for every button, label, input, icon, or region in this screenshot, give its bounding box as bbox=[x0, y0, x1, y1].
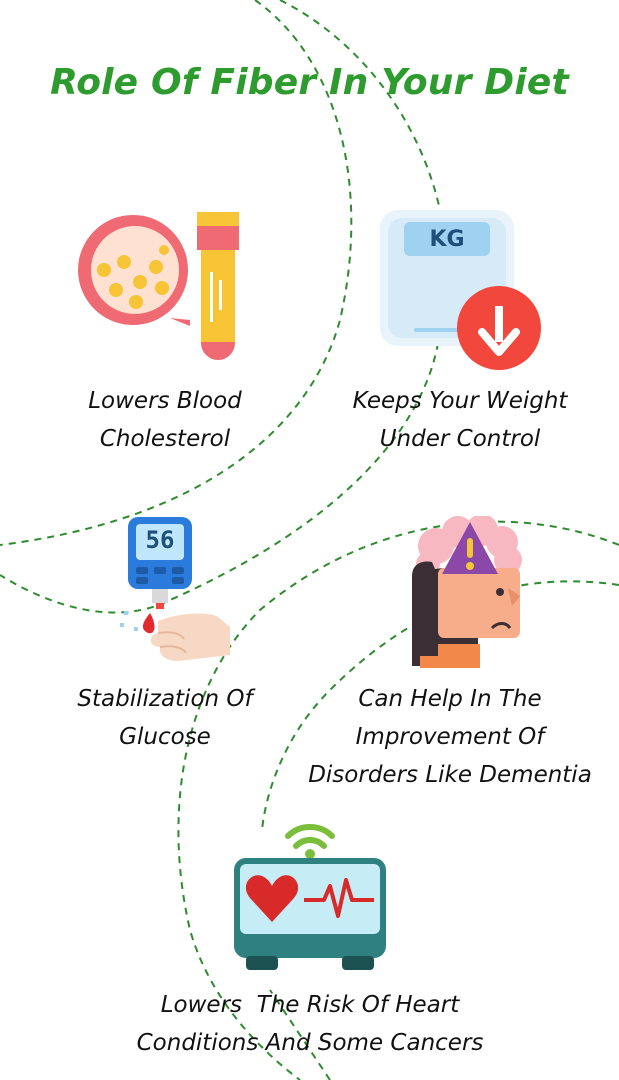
caption-line: Lowers The Risk Of Heart bbox=[160, 992, 460, 1018]
caption-line: Disorders Like Dementia bbox=[308, 762, 592, 788]
caption-heart: Lowers The Risk Of Heart Conditions And … bbox=[70, 986, 550, 1062]
page-title: Role Of Fiber In Your Diet bbox=[50, 62, 569, 103]
caption-cholesterol: Lowers Blood Cholesterol bbox=[20, 382, 310, 458]
caption-line: Under Control bbox=[379, 426, 541, 452]
caption-glucose: Stabilization Of Glucose bbox=[40, 680, 290, 756]
caption-line: Improvement Of bbox=[355, 724, 545, 750]
caption-line: Lowers Blood bbox=[88, 388, 242, 414]
caption-line: Cholesterol bbox=[99, 426, 231, 452]
caption-line: Conditions And Some Cancers bbox=[136, 1030, 484, 1056]
caption-line: Stabilization Of bbox=[77, 686, 253, 712]
weight-scale-icon: KG bbox=[378, 208, 543, 373]
glucose-meter-icon: 56 bbox=[118, 515, 233, 665]
dementia-head-icon bbox=[408, 514, 526, 668]
cholesterol-icon bbox=[78, 210, 243, 370]
scale-display-text: KG bbox=[429, 227, 465, 252]
caption-line: Glucose bbox=[119, 724, 211, 750]
caption-line: Can Help In The bbox=[358, 686, 542, 712]
heart-monitor-icon bbox=[232, 816, 388, 972]
caption-weight: Keeps Your Weight Under Control bbox=[320, 382, 600, 458]
caption-line: Keeps Your Weight bbox=[352, 388, 568, 414]
caption-dementia: Can Help In The Improvement Of Disorders… bbox=[280, 680, 619, 794]
meter-reading: 56 bbox=[145, 526, 175, 554]
